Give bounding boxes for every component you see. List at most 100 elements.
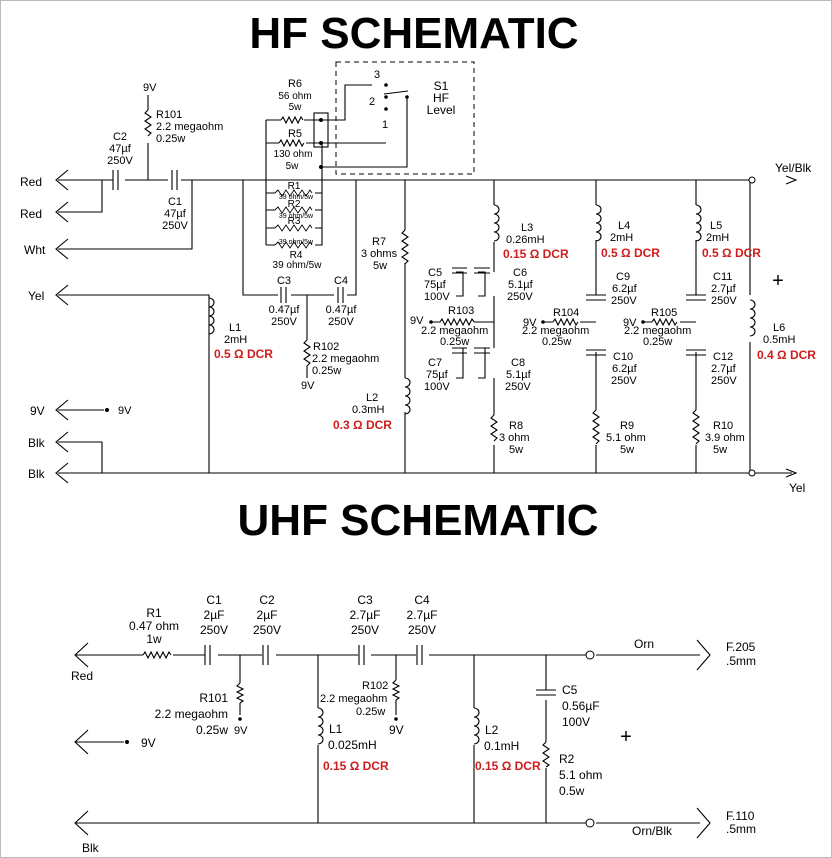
uhf-c1-value: 2µF: [204, 608, 225, 622]
c11-ref: C11: [713, 271, 732, 283]
c2-voltage: 250V: [107, 155, 133, 167]
l5-dcr: 0.5 Ω DCR: [702, 246, 761, 260]
c1-ref: C1: [168, 196, 182, 208]
s1-switch-box: [335, 61, 475, 175]
c5-voltage: 100V: [424, 291, 450, 303]
hf-red1-label: Red: [20, 175, 42, 189]
c5-ref: C5: [428, 267, 442, 279]
s1-tap-1: [319, 118, 323, 122]
hf-yel-left-label: Yel: [28, 289, 44, 303]
r5-power: 5w: [286, 161, 300, 172]
uhf-c3-ref: C3: [357, 593, 373, 607]
r104-ref: R104: [553, 307, 579, 319]
uhf-c3-voltage: 250V: [351, 623, 379, 637]
l1-value: 2mH: [224, 334, 247, 346]
uhf-c4-ref: C4: [414, 593, 430, 607]
c9-value: 6.2µf: [612, 283, 638, 295]
c10-value: 6.2µf: [612, 363, 638, 375]
s1-pos3: 3: [374, 69, 380, 81]
l1-dcr: 0.5 Ω DCR: [214, 347, 273, 361]
uhf-ornblk-label: Orn/Blk: [632, 824, 673, 838]
c3-voltage: 250V: [271, 316, 297, 328]
uhf-l1-dcr: 0.15 Ω DCR: [323, 759, 389, 773]
r102-power: 0.25w: [312, 365, 341, 377]
c1-value: 47µf: [164, 208, 187, 220]
uhf-r2-ref: R2: [559, 752, 575, 766]
c6-ref: C6: [513, 267, 527, 279]
c8-voltage: 250V: [505, 381, 531, 393]
c3-ref: C3: [277, 275, 291, 287]
hf-yelblk-post: [748, 176, 756, 184]
hf-resistors: [144, 109, 700, 445]
s1-pos2: 2: [369, 96, 375, 108]
hf-blk1-label: Blk: [28, 436, 46, 450]
r1-ref: R1: [288, 181, 301, 192]
c7-voltage: 100V: [424, 381, 450, 393]
r8-power: 5w: [509, 444, 523, 456]
uhf-r1-power: 1w: [146, 632, 162, 646]
hf-yelblk-label: Yel/Blk: [775, 161, 812, 175]
uhf-c1-voltage: 250V: [200, 623, 228, 637]
s1-name2: Level: [427, 103, 456, 117]
r101-ref: R101: [156, 109, 182, 121]
uhf-r1-ref: R1: [146, 606, 162, 620]
r7-ref: R7: [372, 236, 386, 248]
uhf-r1-value: 0.47 ohm: [129, 619, 179, 633]
hf-wht-label: Wht: [24, 243, 46, 257]
uhf-c2-value: 2µF: [257, 608, 278, 622]
uhf-c1-ref: C1: [206, 593, 222, 607]
c6-value: 5.1µf: [508, 279, 534, 291]
r7-value: 3 ohms: [361, 248, 398, 260]
r9-value: 5.1 ohm: [606, 432, 646, 444]
l6-ref: L6: [773, 322, 785, 334]
r1-value: 39 ohm/5w: [279, 194, 314, 201]
hf-inductors: [208, 204, 756, 415]
s1-pos1: 1: [382, 119, 388, 131]
r9-ref: R9: [620, 420, 634, 432]
uhf-l1-ref: L1: [329, 722, 343, 736]
r105-bias: 9V: [623, 317, 637, 329]
uhf-red-label: Red: [71, 669, 93, 683]
c10-ref: C10: [613, 351, 633, 363]
r103-power: 0.25w: [440, 336, 469, 348]
r3-value: 39 ohm/5w: [279, 239, 314, 246]
r101-value: 2.2 megaohm: [156, 121, 223, 133]
uhf-r101-bias: 9V: [234, 725, 248, 737]
uhf-r101-bias-dot: [238, 717, 242, 721]
c8-value: 5.1µf: [506, 369, 532, 381]
uhf-r102-ref: R102: [362, 680, 388, 692]
hf-9v-top: 9V: [143, 82, 157, 94]
uhf-l2-dcr: 0.15 Ω DCR: [475, 759, 541, 773]
l2-dcr: 0.3 Ω DCR: [333, 418, 392, 432]
c7-value: 75µf: [426, 369, 449, 381]
uhf-title: UHF SCHEMATIC: [238, 496, 599, 545]
s1-ref: S1: [434, 79, 449, 93]
hf-wiring: [58, 84, 792, 474]
c12-voltage: 250V: [711, 375, 737, 387]
r4-ref: R4: [290, 250, 303, 261]
r105-ref: R105: [651, 307, 677, 319]
l3-value: 0.26mH: [506, 234, 545, 246]
uhf-c5-ref: C5: [562, 683, 578, 697]
uhf-f205-ref: F.205: [726, 640, 756, 654]
uhf-l1-value: 0.025mH: [328, 738, 377, 752]
s1-contact-2: [384, 95, 388, 99]
uhf-plus-marker: +: [620, 726, 632, 748]
uhf-9v-label: 9V: [141, 736, 156, 750]
r102-bias: 9V: [301, 380, 315, 392]
hf-yel-right-label: Yel: [789, 481, 805, 495]
r103-ref: R103: [448, 305, 474, 317]
uhf-l2-value: 0.1mH: [484, 739, 519, 753]
l5-ref: L5: [710, 220, 722, 232]
uhf-l2-ref: L2: [485, 723, 499, 737]
r5-ref: R5: [288, 128, 302, 140]
uhf-r101-ref: R101: [199, 691, 228, 705]
uhf-c5-value: 0.56µF: [562, 699, 600, 713]
s1-name: HF: [433, 91, 449, 105]
c4-value: 0.47µf: [326, 304, 358, 316]
uhf-9v-dot: [125, 740, 129, 744]
s1-contact-3: [384, 83, 388, 87]
c6-voltage: 250V: [507, 291, 533, 303]
r105-value: 2.2 megaohm: [624, 325, 691, 337]
